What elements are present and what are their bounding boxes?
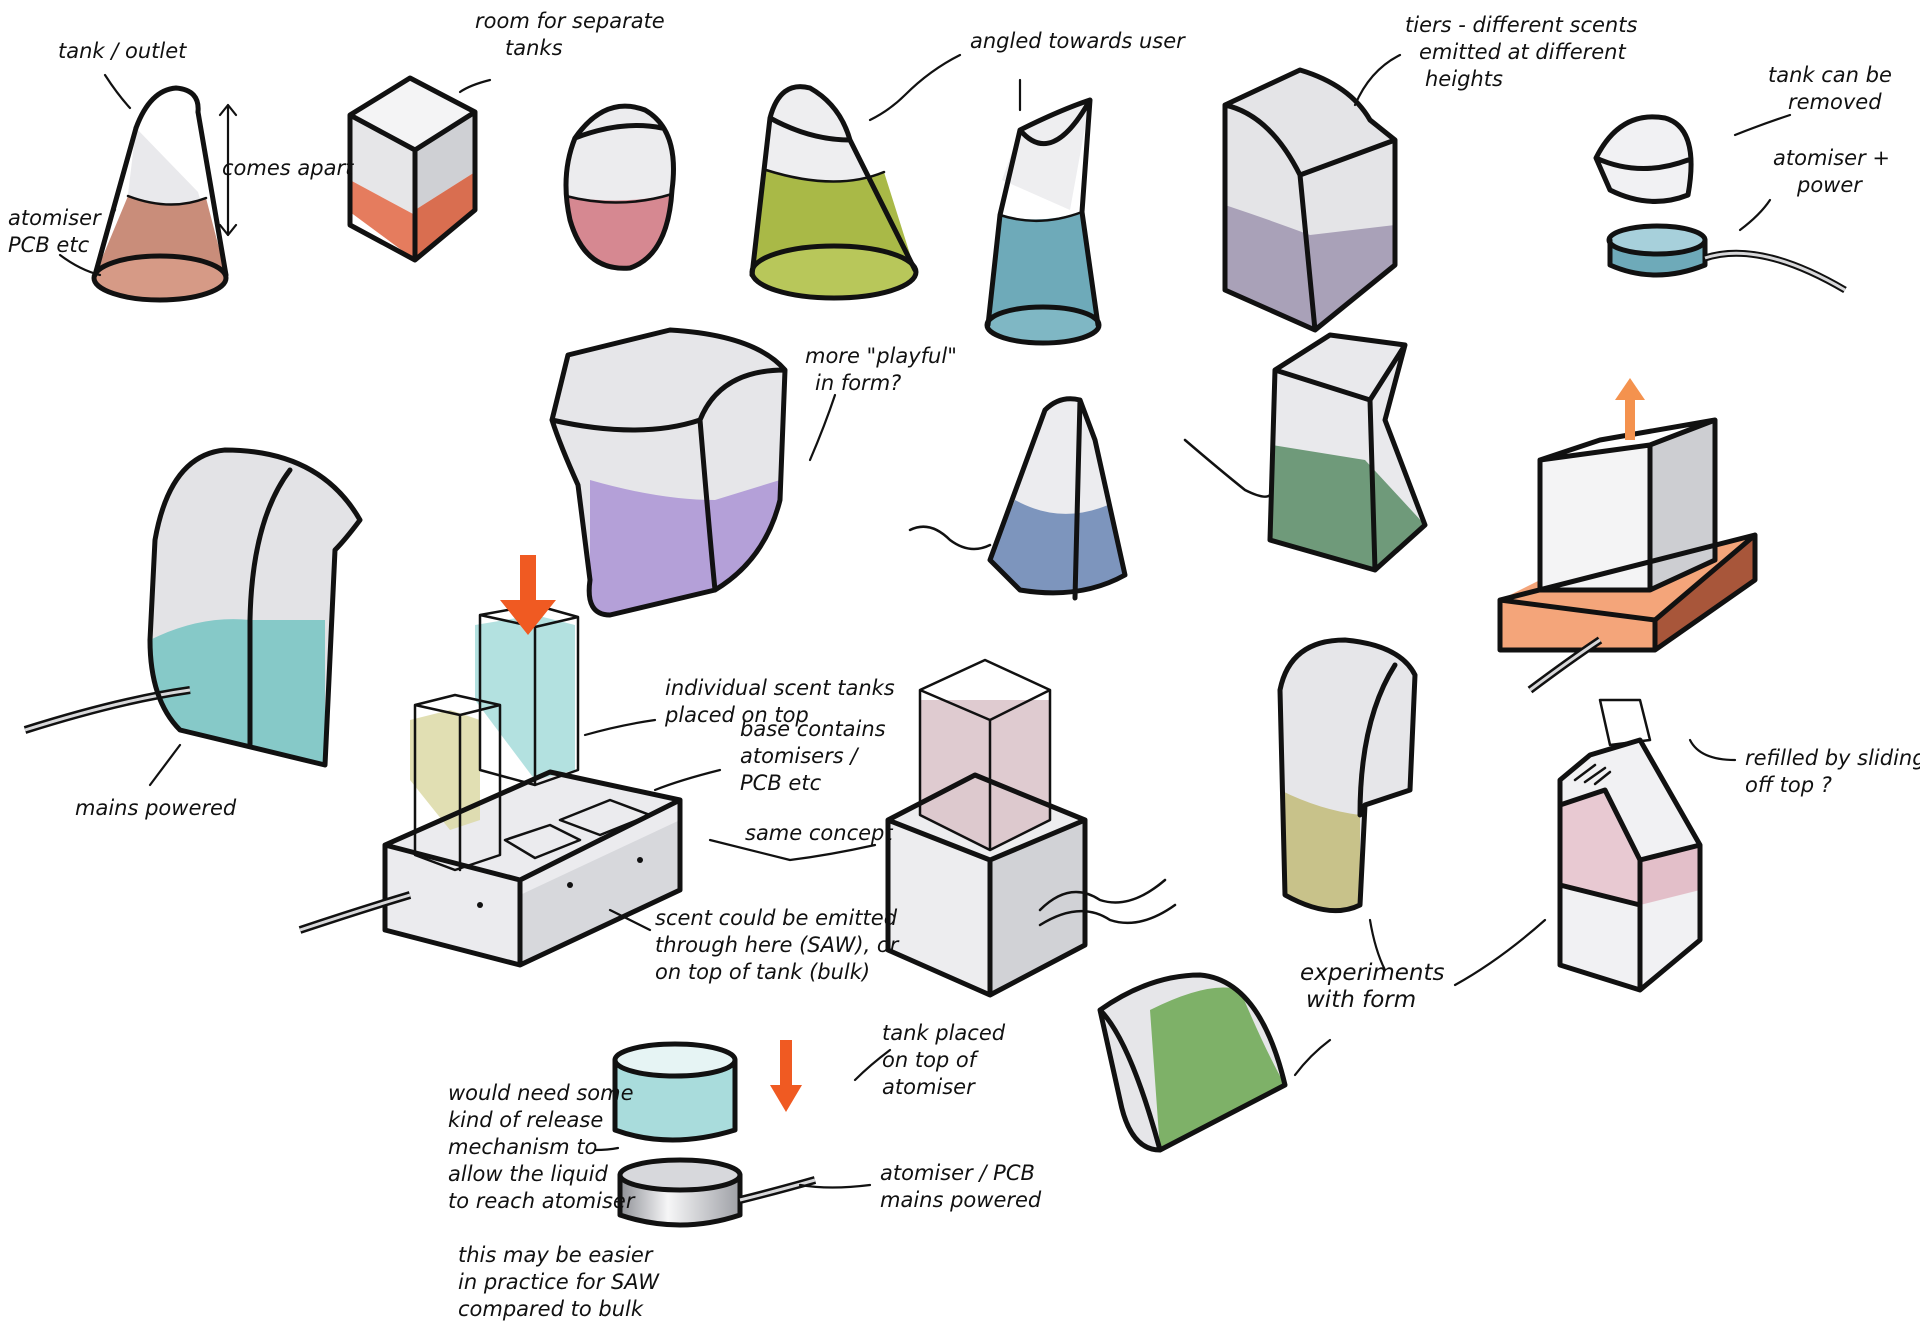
tiered-box-sketch (1222, 67, 1398, 333)
pyramid-blue-sketch (908, 396, 1128, 601)
box-on-base-sketch (1497, 378, 1758, 694)
same-concept-cube-sketch (885, 658, 1177, 998)
annotation-more-playful: more "playful"in form? (805, 344, 957, 395)
cone-concept-sketch (91, 85, 229, 303)
annotation-tank-outlet: tank / outlet (58, 39, 187, 63)
up-arrow-icon (1615, 378, 1645, 440)
down-arrow-icon (500, 555, 556, 635)
egg-concept-sketch (563, 103, 676, 271)
annotation-angled-towards-user: angled towards user (970, 29, 1185, 53)
angled-cone-sketch (749, 84, 919, 301)
leaning-green-sketch (1183, 332, 1428, 573)
angled-cylinder-sketch (984, 97, 1102, 346)
playful-purple-sketch (549, 327, 788, 618)
mains-powered-teal-sketch (23, 447, 363, 768)
base-with-tanks-sketch (298, 555, 683, 968)
annotation-comes-apart: comes apart (222, 156, 354, 180)
box-concept-sketch (347, 75, 478, 263)
annotation-atomiser-power: atomiser +power (1773, 146, 1891, 197)
refill-slide-sketch (1557, 698, 1703, 993)
annotation-arrows (58, 53, 1792, 1189)
annotation-mains-powered: mains powered (75, 796, 237, 820)
annotation-atomiser-pcb: atomiser /PCB etc (8, 206, 115, 257)
green-arch-sketch (1097, 972, 1288, 1153)
khaki-rounded-sketch (1277, 637, 1418, 914)
atomiser-cylinder-sketch (612, 1040, 817, 1228)
down-arrow-icon (770, 1040, 802, 1112)
removable-tank-sketch (1593, 114, 1847, 294)
annotation-same-concept: same concept (745, 821, 893, 845)
